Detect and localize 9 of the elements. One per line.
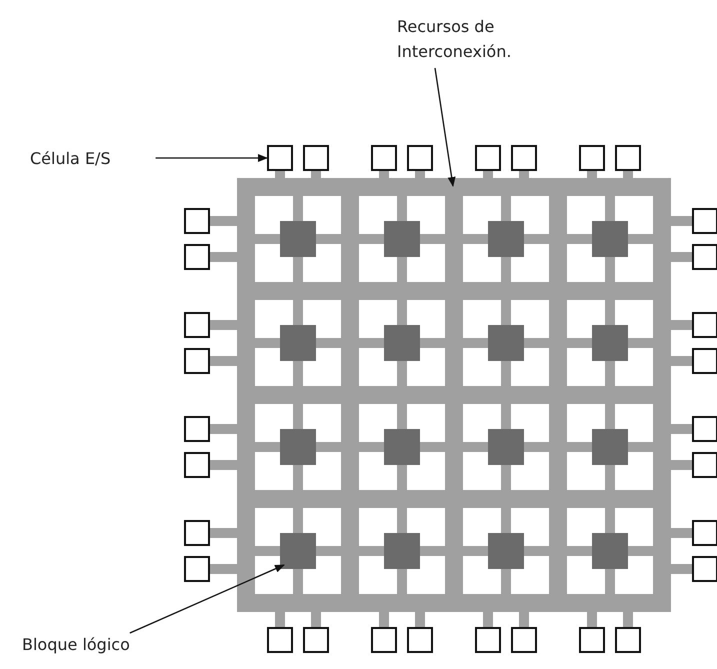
callout-label: Recursos de Interconexión. — [397, 14, 527, 64]
arrow — [156, 154, 268, 162]
callout-label: Célula E/S — [30, 146, 111, 171]
io-cell — [267, 145, 293, 171]
callout-label: Bloque lógico — [22, 632, 130, 657]
logic-block — [280, 533, 316, 569]
interconnect-grid — [237, 178, 671, 612]
arrow — [434, 68, 456, 187]
arrow — [130, 564, 285, 634]
